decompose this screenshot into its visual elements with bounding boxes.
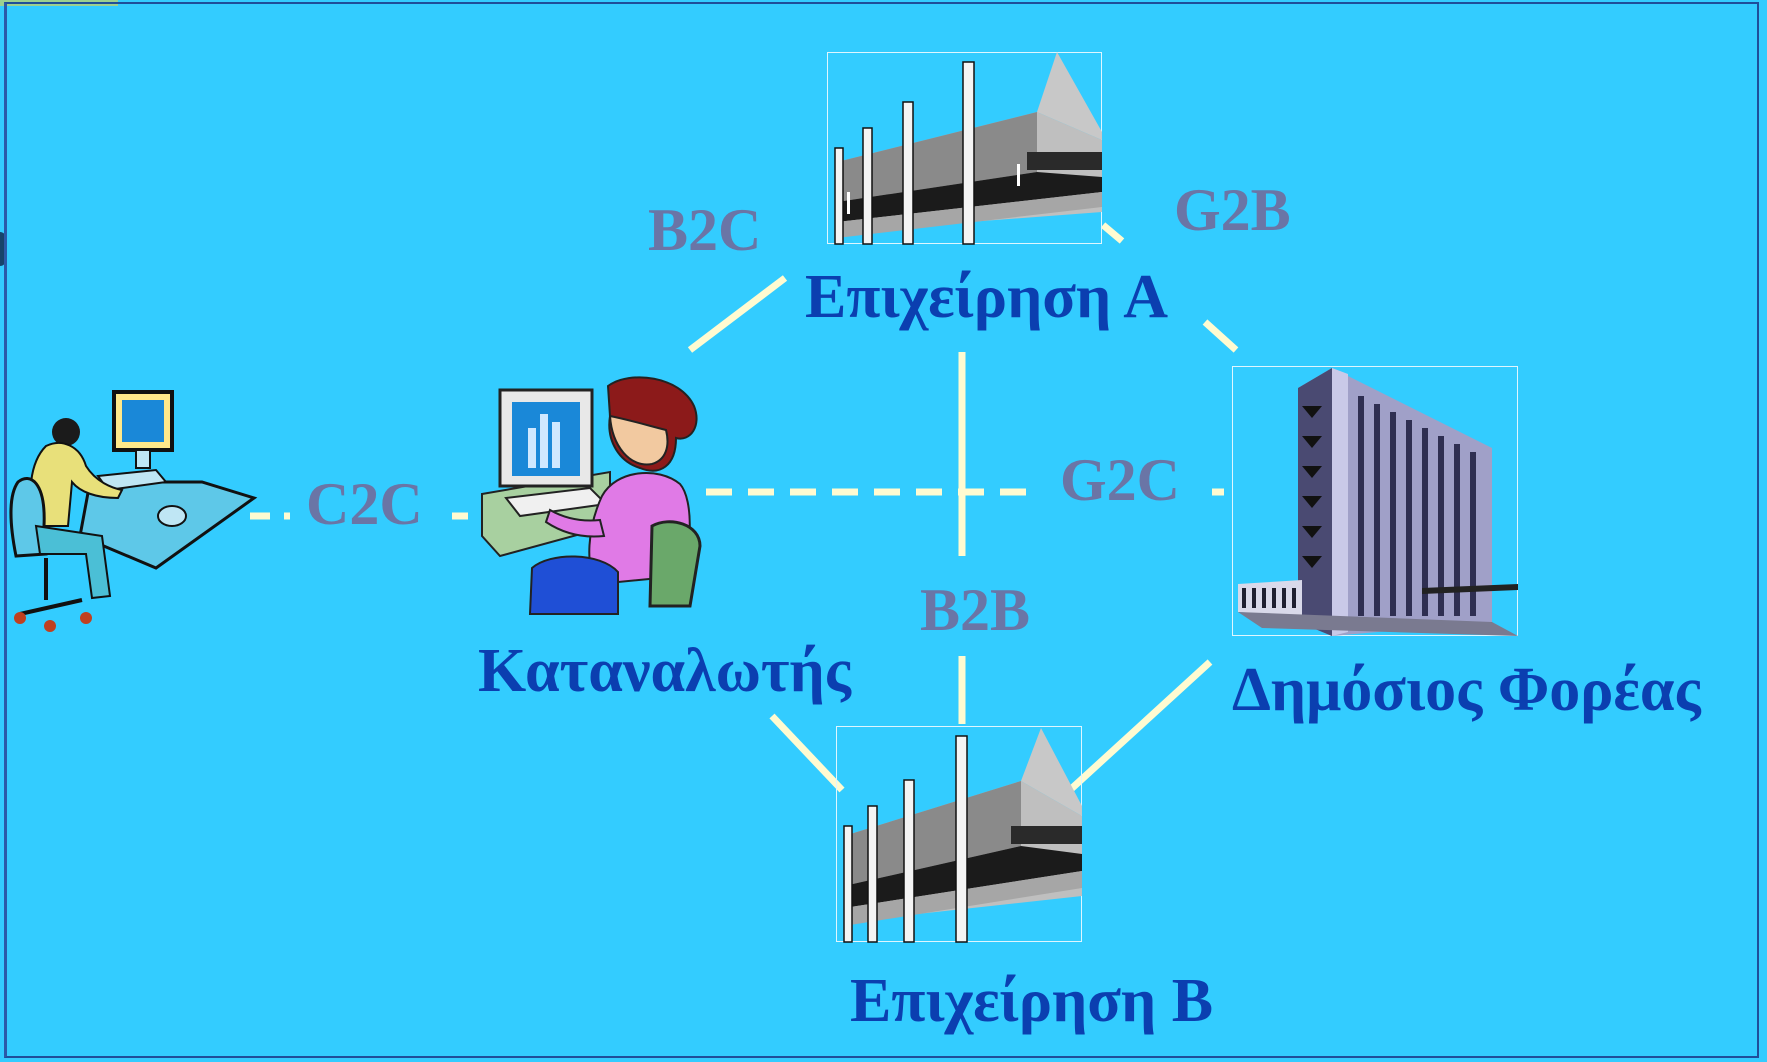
business-a-building-icon <box>827 52 1102 245</box>
relation-b2c-label: B2C <box>648 197 762 263</box>
consumer-woman-computer-icon <box>481 376 702 615</box>
public-body-label: Δημόσιος Φορέας <box>1232 656 1701 724</box>
public-body-tower-icon <box>1232 366 1518 636</box>
line-g2b-lower <box>1202 319 1239 353</box>
business-b-building-icon <box>836 726 1082 943</box>
line-public-to-business-b <box>1067 659 1213 793</box>
business-a-label: Επιχείρηση Α <box>805 263 1169 331</box>
left-edge-marker <box>0 232 6 266</box>
line-b2c <box>687 275 788 353</box>
consumer-label: Καταναλωτής <box>478 637 851 705</box>
relation-c2c-label: C2C <box>306 471 423 537</box>
line-g2b-upper <box>1100 222 1125 244</box>
relation-b2b-label: B2B <box>920 577 1031 643</box>
business-b-label: Επιχείρηση Β <box>850 967 1214 1035</box>
other-consumer-man-computer-icon <box>9 390 258 632</box>
relation-g2b-label: G2B <box>1174 177 1291 243</box>
relation-g2c-label: G2C <box>1060 447 1180 513</box>
line-consumer-to-business-b <box>769 713 845 793</box>
